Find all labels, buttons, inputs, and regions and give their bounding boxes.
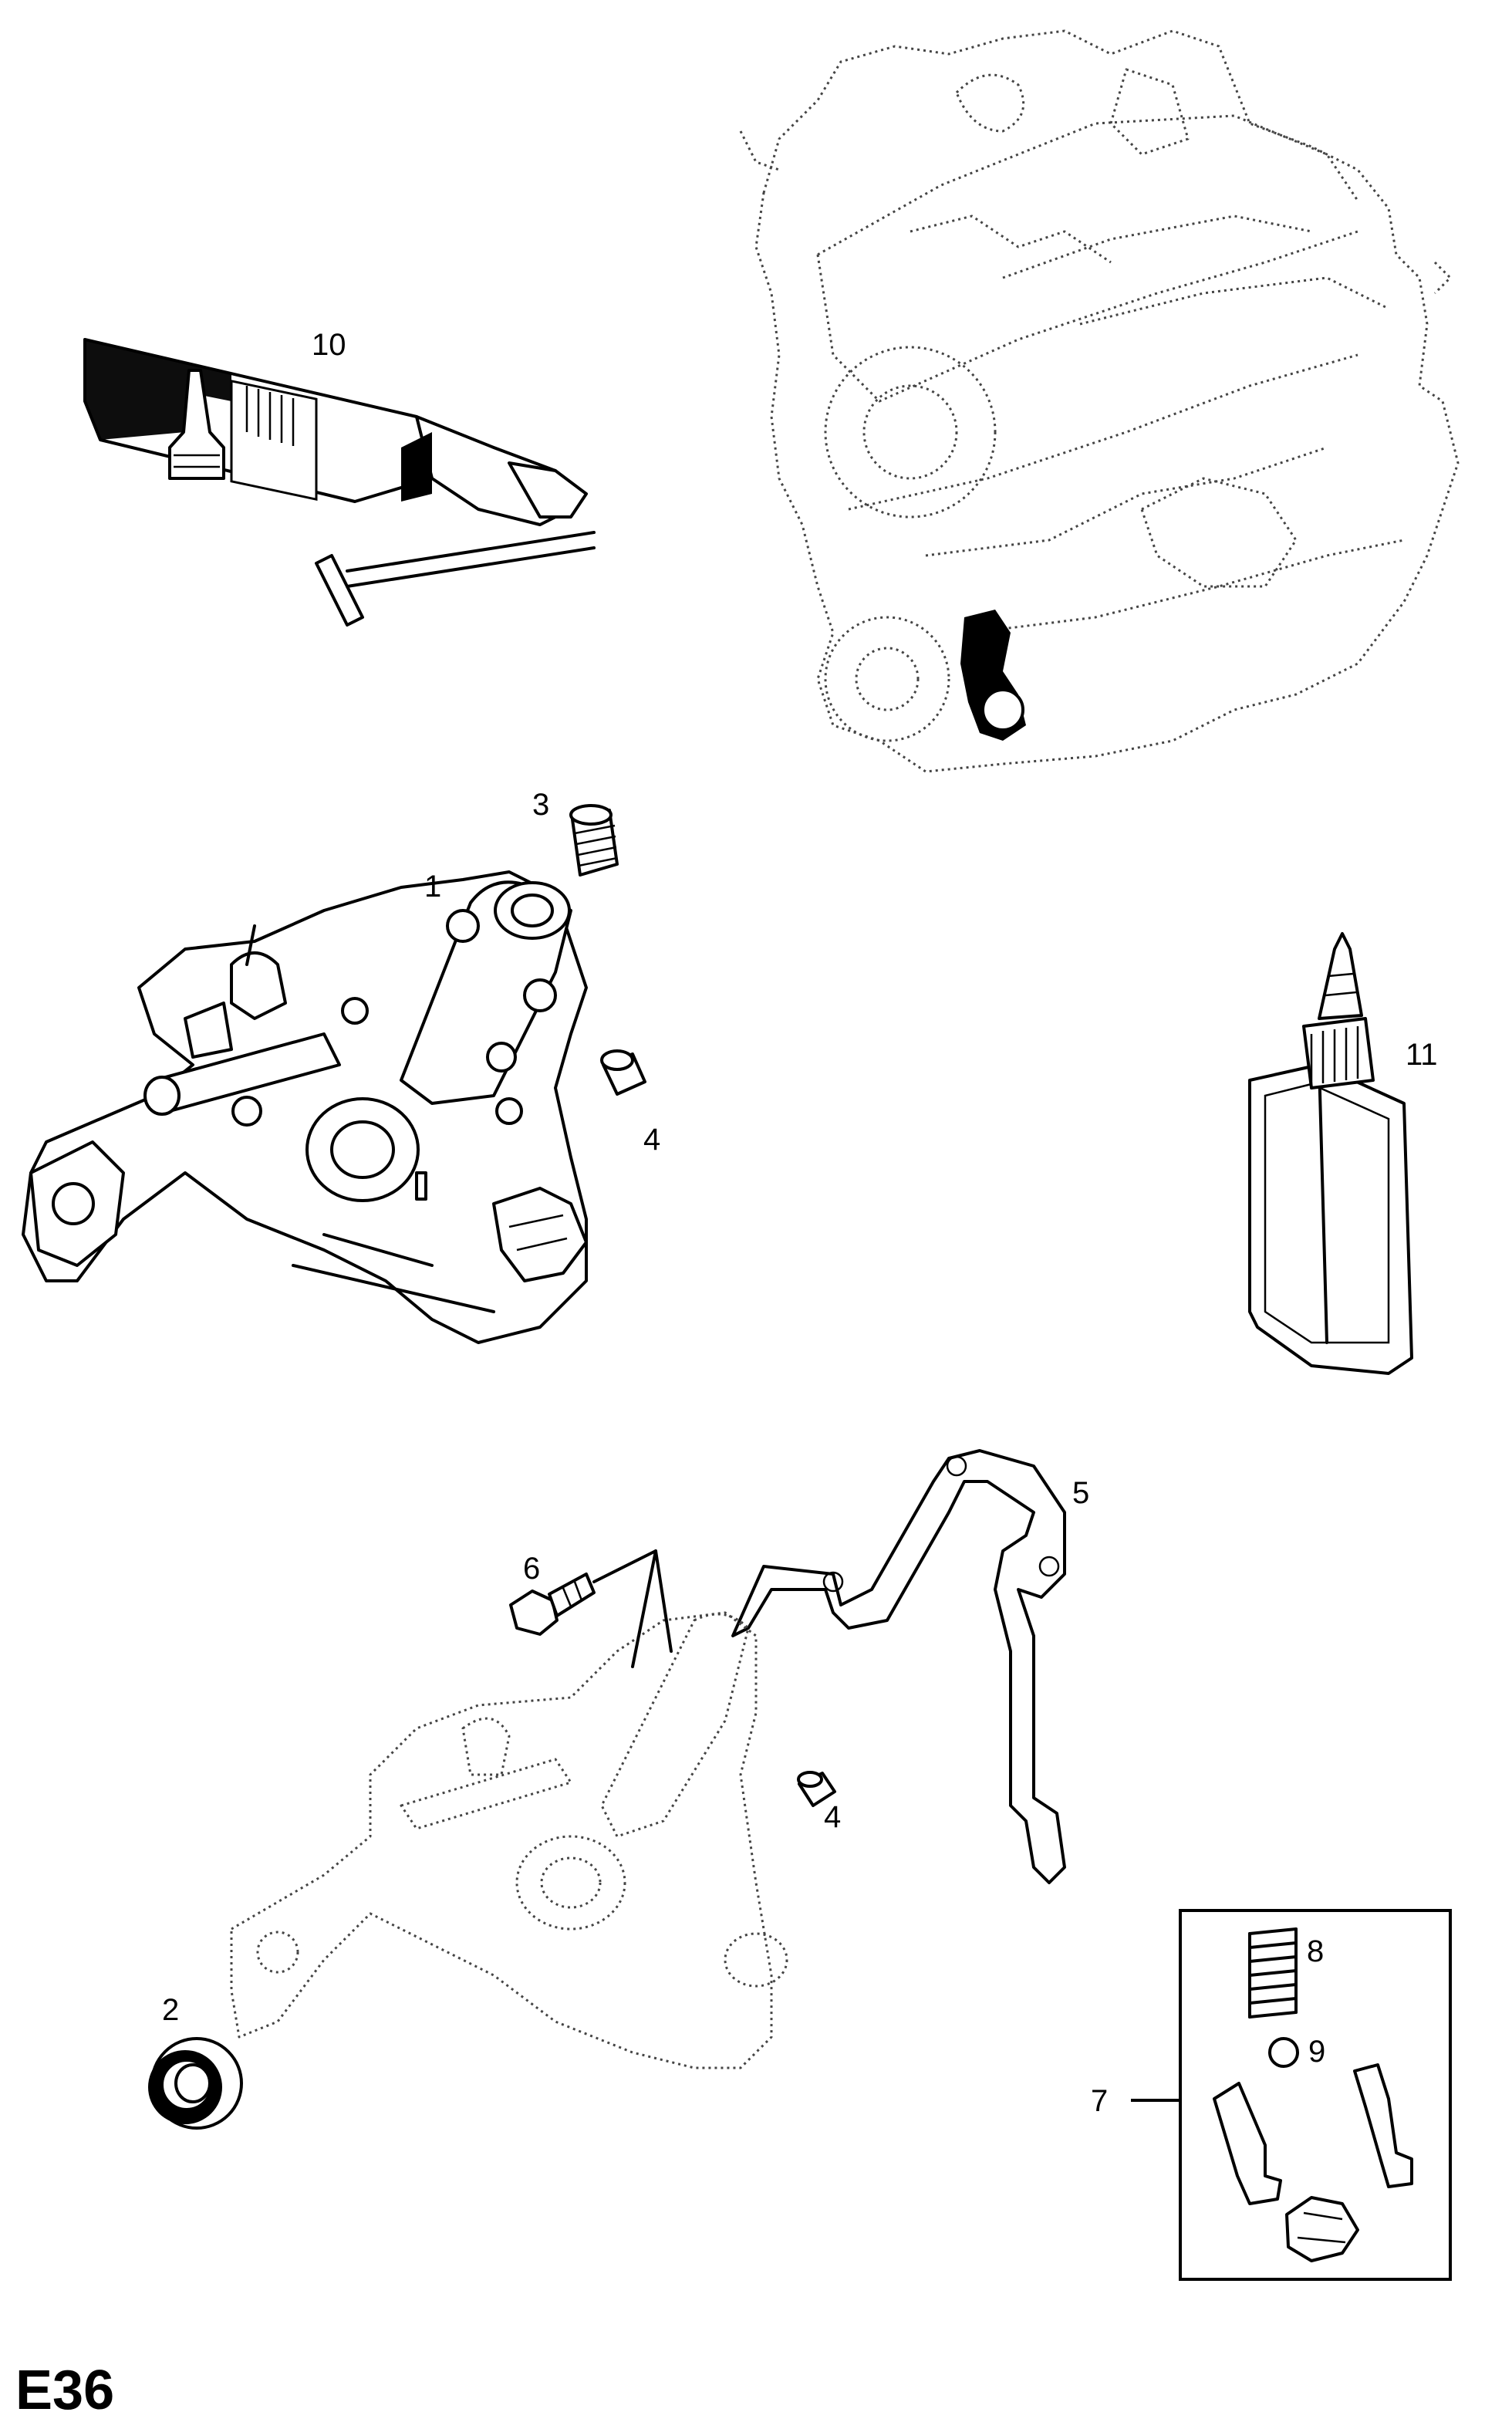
engine-illustration <box>739 29 1460 773</box>
gasket-part-5 <box>731 1449 1066 1884</box>
callout-10: 10 <box>312 328 346 362</box>
callout-11: 11 <box>1406 1038 1438 1072</box>
leader-6-b <box>631 1549 673 1668</box>
spring-part-8 <box>1248 1927 1298 2019</box>
callout-5: 5 <box>1072 1476 1089 1510</box>
plug-part-3 <box>569 804 619 877</box>
oil-pump-ghost <box>230 1611 788 2069</box>
leader-6-a <box>592 1549 657 1583</box>
callout-4-lower: 4 <box>824 1800 841 1834</box>
callout-2: 2 <box>162 1993 179 2027</box>
callout-8: 8 <box>1307 1934 1324 1968</box>
ring-part-9 <box>1268 2037 1299 2068</box>
callout-9: 9 <box>1308 2035 1325 2069</box>
callout-3: 3 <box>532 788 549 822</box>
page-code: E36 <box>15 2360 114 2421</box>
callout-7: 7 <box>1091 2084 1108 2118</box>
seal-ring-part-2 <box>148 2037 243 2130</box>
kit-clip-left <box>1213 2082 1282 2205</box>
bolt-part-6 <box>509 1573 596 1636</box>
sealant-tube-illustration <box>83 338 596 627</box>
repair-kit-frame <box>1179 1909 1452 2281</box>
oil-bottle-illustration <box>1248 932 1413 1375</box>
kit-clip-right <box>1353 2063 1413 2188</box>
callout-4-upper: 4 <box>643 1123 660 1157</box>
dowel-part-4-upper <box>600 1049 646 1096</box>
kit-valve-body <box>1285 2196 1359 2262</box>
callout-6: 6 <box>523 1552 540 1586</box>
callout-1: 1 <box>424 870 441 904</box>
oil-pump-assembly <box>22 870 588 1344</box>
dowel-part-4-lower <box>797 1771 836 1807</box>
